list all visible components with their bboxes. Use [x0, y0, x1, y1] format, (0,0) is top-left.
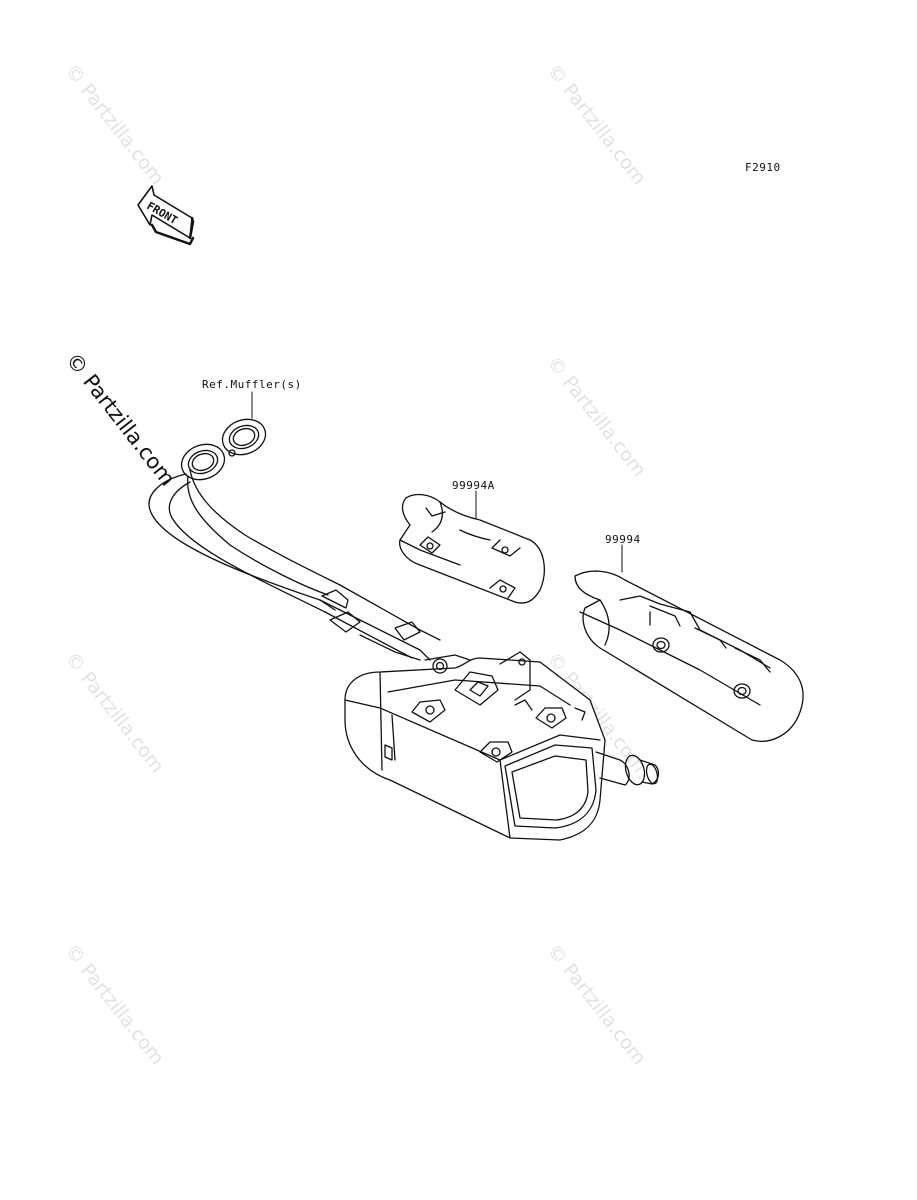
callout-99994A: 99994A — [452, 479, 495, 492]
callout-ref-muffler: Ref.Muffler(s) — [202, 378, 302, 391]
tail-pipe — [595, 751, 660, 786]
heat-shield-99994 — [574, 570, 804, 742]
header-pipes — [148, 469, 441, 661]
heat-shield-99994A — [399, 493, 545, 604]
flange-gaskets — [180, 418, 267, 481]
muffler-body — [344, 651, 606, 841]
callout-99994: 99994 — [605, 533, 641, 546]
leader-lines — [251, 391, 623, 573]
diagram-code: F2910 — [745, 161, 781, 174]
front-arrow-icon: FRONT — [137, 185, 195, 246]
